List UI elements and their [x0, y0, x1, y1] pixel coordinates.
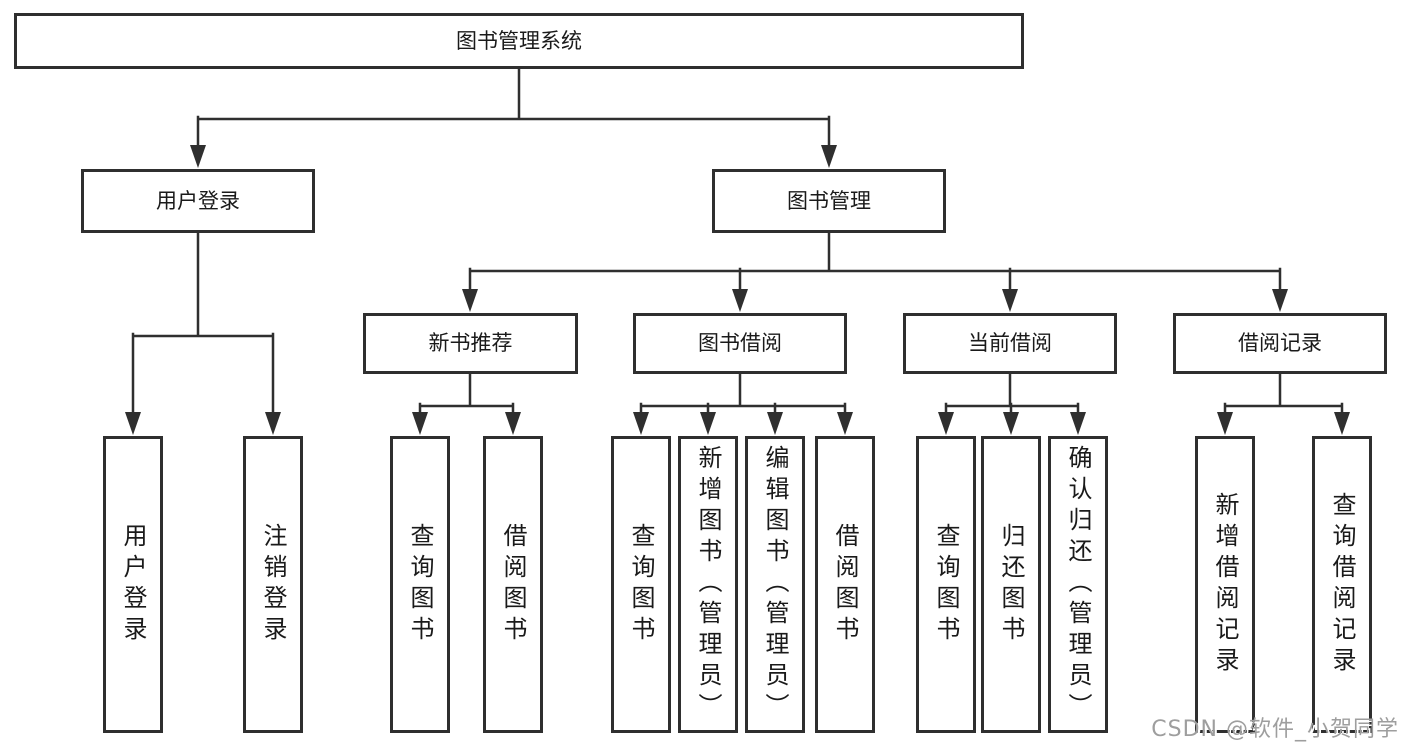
arrowheads — [125, 145, 1350, 435]
node-new-book-recommend: 新书推荐 — [363, 313, 578, 374]
watermark: CSDN @软件_小贺同学 — [1151, 717, 1399, 742]
leaf-nb-query-books: 查询图书 — [390, 436, 450, 733]
node-borrow-records: 借阅记录 — [1173, 313, 1387, 374]
leaf-br-add-record: 新增借阅记录 — [1195, 436, 1255, 733]
connector-current-borrow-children — [944, 372, 1080, 419]
leaf-cb-query-books: 查询图书 — [916, 436, 976, 733]
leaf-br-query-record: 查询借阅记录 — [1312, 436, 1372, 733]
connector-borrow-record-children — [1223, 372, 1344, 419]
node-current-borrow: 当前借阅 — [903, 313, 1117, 374]
connector-user-login-children — [131, 231, 275, 419]
leaf-bb-add-books-admin: 新增图书（管理员） — [678, 436, 738, 733]
connector-root-to-level1 — [196, 67, 831, 152]
node-root: 图书管理系统 — [14, 13, 1024, 69]
leaf-cb-confirm-return-admin: 确认归还（管理员） — [1048, 436, 1108, 733]
leaf-nb-borrow-books: 借阅图书 — [483, 436, 543, 733]
leaf-cb-return-books: 归还图书 — [981, 436, 1041, 733]
connector-book-borrow-children — [639, 372, 847, 419]
connector-new-book-children — [418, 372, 515, 419]
leaf-logout: 注销登录 — [243, 436, 303, 733]
node-book-management: 图书管理 — [712, 169, 946, 233]
leaf-bb-query-books: 查询图书 — [611, 436, 671, 733]
leaf-user-login: 用户登录 — [103, 436, 163, 733]
leaf-bb-borrow-books: 借阅图书 — [815, 436, 875, 733]
leaf-bb-edit-books-admin: 编辑图书（管理员） — [745, 436, 805, 733]
node-user-login: 用户登录 — [81, 169, 315, 233]
node-book-borrow: 图书借阅 — [633, 313, 847, 374]
connector-book-mgmt-children — [468, 231, 1282, 296]
